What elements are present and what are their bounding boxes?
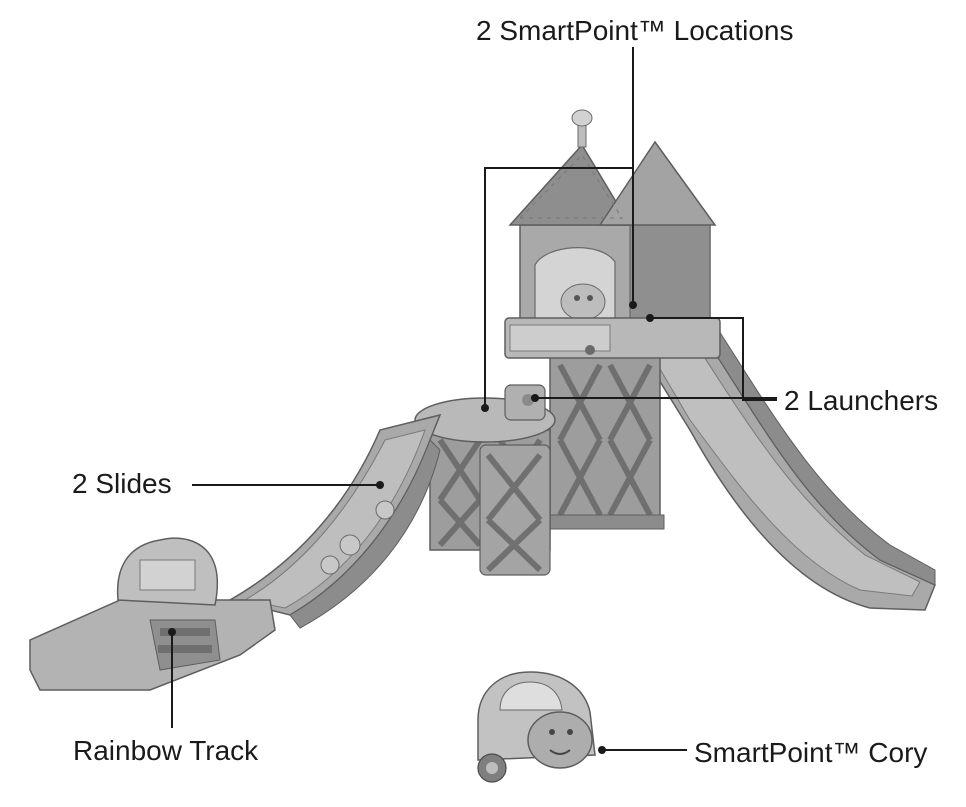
tall-tower-scaffold xyxy=(547,354,665,530)
leader-smartpoint-location-2 xyxy=(484,167,633,408)
left-slide xyxy=(228,413,442,629)
leader-launchers xyxy=(650,317,777,401)
label-smartpoint-cory: SmartPoint™ Cory xyxy=(694,737,928,768)
short-tower xyxy=(414,384,556,576)
tower-house xyxy=(504,109,721,359)
leader-lines xyxy=(171,47,777,751)
label-smartpoint-locations: 2 SmartPoint™ Locations xyxy=(476,15,794,46)
label-slides: 2 Slides xyxy=(72,468,172,499)
right-slide xyxy=(626,319,936,611)
label-launchers: 2 Launchers xyxy=(784,385,939,416)
label-rainbow-track: Rainbow Track xyxy=(73,735,259,766)
smartpoint-cory-car xyxy=(477,671,596,783)
leader-dots xyxy=(168,301,654,754)
rainbow-track-piece xyxy=(29,537,276,691)
